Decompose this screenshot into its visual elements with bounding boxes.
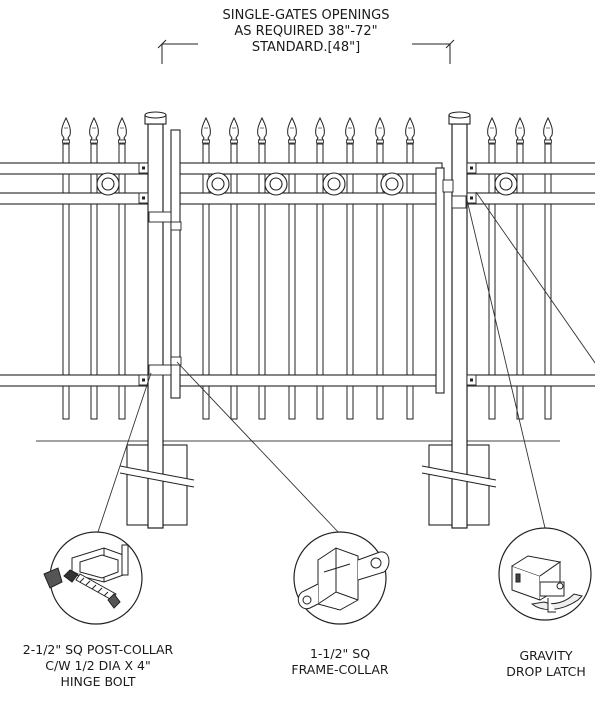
finial-icon: [543, 117, 553, 144]
post-right: [421, 111, 497, 529]
picket: [287, 117, 297, 420]
picket: [515, 117, 525, 420]
picket: [229, 117, 239, 420]
picket: [257, 117, 267, 420]
drop-latch-label: GRAVITY DROP LATCH: [486, 648, 595, 680]
picket: [487, 117, 497, 420]
fence-pickets: [61, 117, 553, 420]
post-collar-detail: [43, 531, 143, 625]
finial-icon: [117, 117, 127, 144]
dimension-line: [157, 39, 455, 64]
finial-icon: [487, 117, 497, 144]
finial-icon: [405, 117, 415, 144]
finial-icon: [515, 117, 525, 144]
finial-icon: [287, 117, 297, 144]
title-line-1: SINGLE-GATES OPENINGS: [222, 8, 390, 23]
drop-latch-line-2: DROP LATCH: [506, 664, 586, 679]
picket: [315, 117, 325, 420]
title-line-3: STANDARD.[48"]: [251, 40, 361, 55]
post-collar-line-2: C/W 1/2 DIA X 4": [45, 658, 151, 673]
frame-collar-line-1: 1-1/2" SQ: [309, 646, 371, 661]
finial-icon: [229, 117, 239, 144]
picket: [375, 117, 385, 420]
drop-latch-detail: [498, 527, 592, 621]
leader-lines: [95, 191, 595, 539]
picket: [117, 117, 127, 420]
finial-icon: [201, 117, 211, 144]
frame-collar-line-2: FRAME-COLLAR: [291, 662, 389, 677]
picket: [543, 117, 553, 420]
post-collars: [138, 162, 477, 386]
finial-icon: [257, 117, 267, 144]
picket: [405, 117, 415, 420]
finial-icon: [375, 117, 385, 144]
picket: [201, 117, 211, 420]
finial-icon: [61, 117, 71, 144]
post-collar-line-1: 2-1/2" SQ POST-COLLAR: [22, 642, 174, 657]
post-collar-line-3: HINGE BOLT: [60, 674, 136, 689]
frame-collar-label: 1-1/2" SQ FRAME-COLLAR: [258, 646, 422, 678]
post-left: [119, 111, 195, 529]
post-collar-label: 2-1/2" SQ POST-COLLAR C/W 1/2 DIA X 4" H…: [0, 642, 204, 690]
drop-latch-line-1: GRAVITY: [519, 648, 573, 663]
finial-icon: [315, 117, 325, 144]
picket: [345, 117, 355, 420]
frame-collar-detail: [293, 531, 390, 625]
title-line-2: AS REQUIRED 38"-72": [234, 24, 378, 39]
fence-rails: [0, 162, 595, 387]
finial-icon: [89, 117, 99, 144]
gate-frame-stiles: [170, 129, 445, 399]
picket: [61, 117, 71, 420]
picket: [89, 117, 99, 420]
gate-opening-dimension-label: SINGLE-GATES OPENINGS AS REQUIRED 38"-72…: [170, 8, 442, 56]
finial-icon: [345, 117, 355, 144]
